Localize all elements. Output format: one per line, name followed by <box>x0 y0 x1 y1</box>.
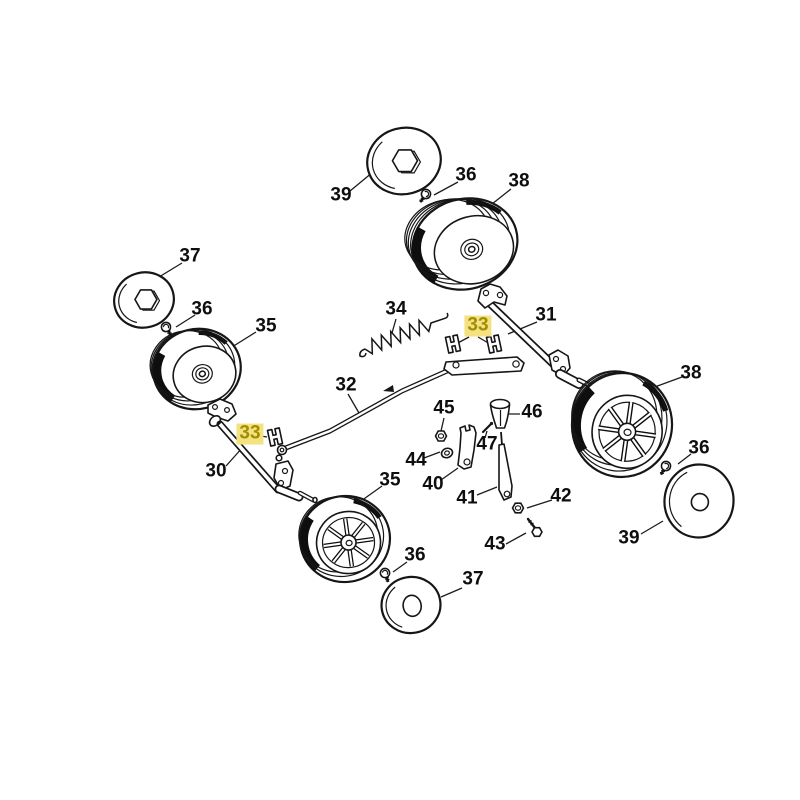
wheel-35-bottom-drawing <box>298 494 392 584</box>
part-label-39-right[interactable]: 39 <box>618 527 640 549</box>
axle-31-drawing <box>477 283 597 390</box>
part-label-30[interactable]: 30 <box>205 460 227 482</box>
part-label-38-top[interactable]: 38 <box>508 170 530 192</box>
part-label-31[interactable]: 31 <box>535 304 557 326</box>
bolt-43-drawing <box>526 517 543 538</box>
axle-30-drawing <box>207 398 318 504</box>
screw-36-bottom-drawing <box>379 567 391 583</box>
stabilizer-bar-32-drawing <box>276 356 525 456</box>
clip-33-left-drawing <box>266 427 284 447</box>
spring-34-drawing <box>359 312 449 358</box>
hubcap-37-bottom-drawing <box>380 575 442 635</box>
part-label-35-left[interactable]: 35 <box>255 315 277 337</box>
link-40-drawing <box>457 424 477 470</box>
pin-47-drawing <box>481 421 494 434</box>
knob-46-drawing <box>489 398 511 429</box>
wheel-38-right-drawing <box>570 370 674 479</box>
leader-lines <box>158 171 692 598</box>
wheel-35-left-drawing <box>149 327 242 411</box>
part-label-35-bottom[interactable]: 35 <box>379 469 401 491</box>
part-label-36-left[interactable]: 36 <box>191 298 213 320</box>
part-label-45[interactable]: 45 <box>433 397 455 419</box>
part-label-42[interactable]: 42 <box>550 485 572 507</box>
hubcap-39-right-drawing <box>663 463 735 539</box>
part-label-37-left[interactable]: 37 <box>179 245 201 267</box>
part-label-41[interactable]: 41 <box>456 487 478 509</box>
part-label-39-top[interactable]: 39 <box>330 184 352 206</box>
part-label-40[interactable]: 40 <box>422 473 444 495</box>
part-label-32[interactable]: 32 <box>335 374 357 396</box>
part-label-36-bottom[interactable]: 36 <box>404 544 426 566</box>
clip-33-center-left-drawing <box>444 334 462 354</box>
hubcap-37-left-drawing <box>113 271 175 329</box>
part-label-33-center-highlighted[interactable]: 33 <box>464 315 492 337</box>
hubcap-39-top-drawing <box>366 126 442 196</box>
screw-36-top-drawing <box>419 188 432 203</box>
part-label-38-right[interactable]: 38 <box>680 362 702 384</box>
part-label-46[interactable]: 46 <box>521 401 543 423</box>
nut-45-drawing <box>434 430 448 442</box>
washer-44-drawing <box>440 447 454 459</box>
clip-33-center-right-drawing <box>485 334 503 354</box>
part-label-44[interactable]: 44 <box>405 449 427 471</box>
nut-42-drawing <box>511 502 525 514</box>
part-label-37-bottom[interactable]: 37 <box>462 568 484 590</box>
part-label-34[interactable]: 34 <box>385 298 407 320</box>
part-label-33-left-highlighted[interactable]: 33 <box>236 423 264 445</box>
wheel-38-top-drawing <box>404 197 519 291</box>
part-label-43[interactable]: 43 <box>484 533 506 555</box>
screw-36-right-drawing <box>659 460 672 476</box>
part-label-36-right[interactable]: 36 <box>688 437 710 459</box>
part-label-36-top[interactable]: 36 <box>455 164 477 186</box>
part-label-47[interactable]: 47 <box>476 433 498 455</box>
lever-41-drawing <box>498 431 513 501</box>
